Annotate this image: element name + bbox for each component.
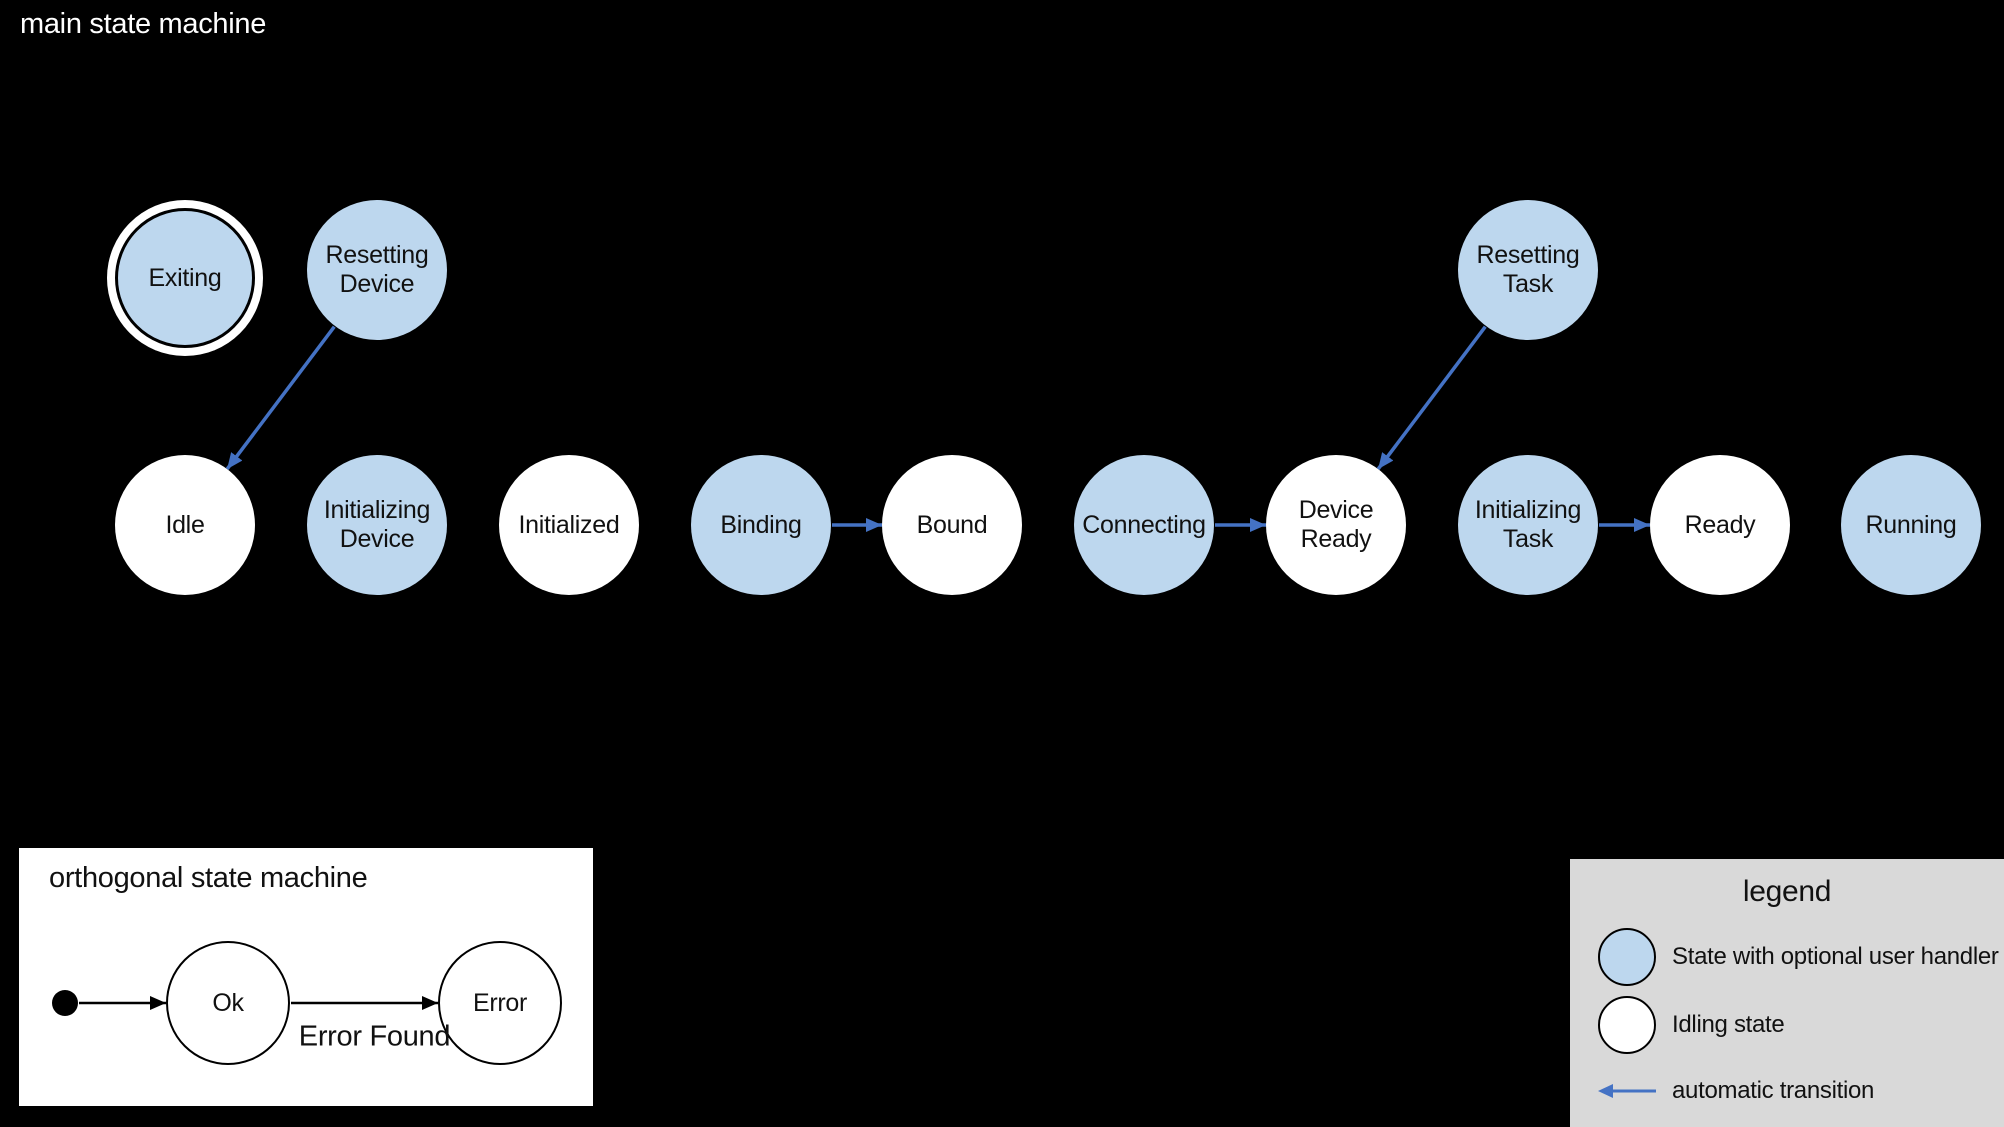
transition-resetting-device-to-idle	[225, 325, 336, 471]
state-label: Device Ready	[1298, 496, 1374, 553]
state-label: Idle	[165, 510, 205, 539]
main-machine-title: main state machine	[20, 8, 267, 40]
legend-item-automatic-transition: automatic transition	[1598, 1077, 1874, 1105]
legend-item-label: automatic transition	[1672, 1077, 1875, 1104]
state-label: Ok	[212, 988, 244, 1017]
legend-item-label: Idling state	[1672, 1011, 1785, 1038]
state-binding: Binding	[691, 455, 831, 595]
state-label: Exiting	[148, 263, 222, 292]
transition-resetting-task-to-device-ready	[1376, 325, 1487, 471]
state-error: Error	[438, 941, 562, 1065]
legend-title: legend	[1742, 875, 1832, 908]
state-label: Connecting	[1082, 510, 1206, 539]
state-label: Running	[1865, 510, 1957, 539]
state-connecting: Connecting	[1074, 455, 1214, 595]
handler-state-circle-icon	[1598, 928, 1656, 986]
state-label: Ready	[1684, 510, 1756, 539]
state-ok: Ok	[166, 941, 290, 1065]
transition-label: Error Found	[298, 1020, 451, 1053]
state-resetting-device: Resetting Device	[307, 200, 447, 340]
legend-item-idling-state: Idling state	[1598, 996, 1785, 1054]
state-label: Initializing Task	[1474, 496, 1582, 553]
state-initialized: Initialized	[499, 455, 639, 595]
legend-item-handler-state: State with optional user handler	[1598, 928, 1999, 986]
state-label: Resetting Task	[1476, 241, 1580, 298]
idling-state-circle-icon	[1598, 996, 1656, 1054]
legend-panel: legend State with optional user handler …	[1570, 859, 2004, 1127]
orthogonal-machine-title: orthogonal state machine	[49, 862, 368, 894]
state-label: Initializing Device	[323, 496, 431, 553]
state-exiting: Exiting	[115, 208, 255, 348]
state-resetting-task: Resetting Task	[1458, 200, 1598, 340]
state-initializing-task: Initializing Task	[1458, 455, 1598, 595]
state-initializing-device: Initializing Device	[307, 455, 447, 595]
state-ortho-initial	[52, 990, 78, 1016]
state-idle: Idle	[115, 455, 255, 595]
legend-item-label: State with optional user handler	[1672, 943, 1999, 970]
state-running: Running	[1841, 455, 1981, 595]
state-label: Error	[472, 988, 528, 1017]
left-arrow-icon	[1598, 1084, 1656, 1098]
state-label: Initialized	[518, 510, 620, 539]
state-label: Resetting Device	[325, 241, 429, 298]
state-label: Bound	[916, 510, 988, 539]
state-bound: Bound	[882, 455, 1022, 595]
state-ready: Ready	[1650, 455, 1790, 595]
state-label: Binding	[720, 510, 802, 539]
state-device-ready: Device Ready	[1266, 455, 1406, 595]
